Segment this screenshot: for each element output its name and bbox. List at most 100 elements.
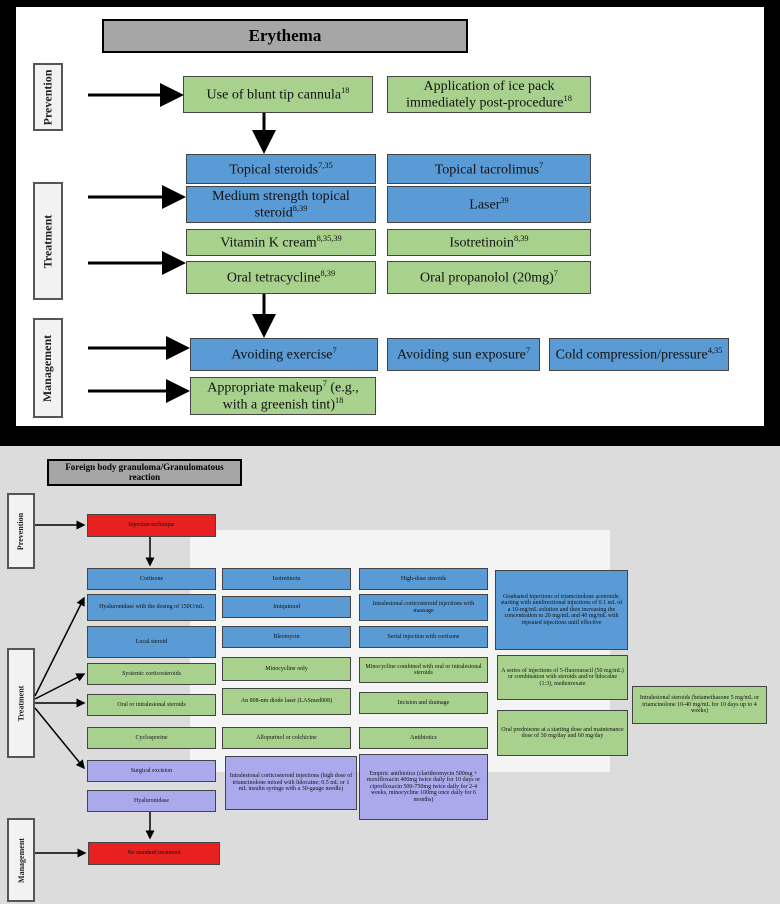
gran-c2-2: Bleomycin bbox=[222, 626, 351, 648]
ery-treat-7-text: Oral propanolol (20mg) bbox=[420, 270, 554, 286]
gran-c2-4: An 808-nm diode laser (LASmed808) bbox=[222, 688, 351, 715]
ery-treat-5-text: Isotretinoin bbox=[449, 235, 514, 251]
ery-treat-3-text: Laser bbox=[469, 197, 501, 213]
gran-c3-2-text: Serial injection with cortisone bbox=[387, 633, 460, 640]
gran-c2-5: Allopurinol or colchicine bbox=[222, 727, 351, 749]
ery-treat-0-text: Topical steroids bbox=[229, 162, 319, 178]
ery-treat-7-ref: 7 bbox=[553, 269, 558, 279]
gran-c2-0-text: Isotretinoin bbox=[272, 575, 301, 582]
ery-mgmt-2-text: Cold compression/pressure bbox=[555, 347, 708, 363]
gran-c2-5-text: Allopurinol or colchicine bbox=[256, 734, 317, 741]
gran-c3-6-text: Empiric antibiotics (clarithromycin 500m… bbox=[366, 770, 481, 803]
gran-c2-1-text: Imiquimod bbox=[273, 603, 300, 610]
gran-arrow-t-2 bbox=[34, 673, 86, 700]
gran-arrow-t-1 bbox=[34, 596, 85, 697]
ery-treat-3: Laser39 bbox=[387, 186, 591, 223]
ery-treat-6: Oral tetracycline8,39 bbox=[186, 261, 376, 294]
gran-c1-4-text: Oral or intralesional steroids bbox=[117, 701, 186, 708]
ery-mgmt-3-text: Appropriate makeup bbox=[207, 380, 323, 396]
granuloma-panel: Foreign body granuloma/Granulomatous rea… bbox=[0, 446, 780, 904]
ery-mgmt-1-ref: 7 bbox=[525, 346, 531, 356]
ery-treat-2-ref: 8,39 bbox=[292, 203, 308, 213]
gran-c3-5: Antibiotics bbox=[359, 727, 488, 749]
gran-c1-1-text: Hyaluronidase with the dosing of 150U/mL bbox=[99, 604, 204, 611]
gran-c3-1: Intralesional corticosteroid injections … bbox=[359, 594, 488, 621]
ery-prev-0-text: Use of blunt tip cannula bbox=[206, 87, 342, 103]
ery-mgmt-0: Avoiding exercise7 bbox=[190, 338, 378, 371]
gran-arrow-t-4 bbox=[34, 707, 85, 770]
gran-c1-7-text: Hyaluronidase bbox=[134, 797, 169, 804]
gran-c2-6-text: Intralesional corticosteroid injections … bbox=[229, 773, 353, 793]
ery-prev-1-text: Application of ice pack immediately post… bbox=[406, 78, 564, 111]
gran-c1-7: Hyaluronidase bbox=[87, 790, 216, 812]
ery-treat-2-text: Medium strength topical steroid bbox=[212, 188, 350, 221]
granuloma-treatment-label: Treatment bbox=[7, 648, 35, 758]
ery-treat-4-text: Vitamin K cream bbox=[220, 235, 317, 251]
gran-management-box: No standard treatment bbox=[88, 842, 220, 865]
gran-c4-2-text: Oral prednisone at a starting dose and m… bbox=[501, 726, 624, 739]
ery-treat-7: Oral propanolol (20mg)7 bbox=[387, 261, 591, 294]
ery-treat-6-ref: 8,39 bbox=[320, 269, 336, 279]
gran-c3-0: High-dose steroids bbox=[359, 568, 488, 590]
ery-treat-4-ref: 8,35,39 bbox=[316, 234, 342, 244]
ery-mgmt-2-ref: 4,35 bbox=[707, 346, 723, 356]
gran-c2-0: Isotretinoin bbox=[222, 568, 351, 590]
granuloma-arrows bbox=[34, 520, 155, 858]
gran-c2-3-text: Minocycline only bbox=[265, 665, 308, 672]
gran-c2-3: Minocycline only bbox=[222, 657, 351, 681]
ery-mgmt-3-ref: 7 bbox=[322, 379, 327, 389]
gran-c3-1-text: Intralesional corticosteroid injections … bbox=[372, 601, 475, 614]
ery-treat-0-ref: 7,35 bbox=[318, 160, 333, 170]
ery-treat-1: Topical tacrolimus7 bbox=[387, 154, 591, 184]
ery-prev-1: Application of ice pack immediately post… bbox=[387, 76, 591, 113]
erythema-treatment-label: Treatment bbox=[33, 182, 63, 300]
ery-treat-1-text: Topical tacrolimus bbox=[434, 162, 540, 178]
gran-c1-6-text: Surgical excision bbox=[130, 767, 173, 774]
gran-c4-2: Oral prednisone at a starting dose and m… bbox=[497, 710, 628, 756]
ery-prev-0: Use of blunt tip cannula18 bbox=[183, 76, 373, 113]
erythema-management-label: Management bbox=[33, 318, 63, 418]
ery-mgmt-0-ref: 7 bbox=[332, 346, 337, 356]
gran-prevention-text: Injection technique bbox=[128, 522, 175, 529]
gran-management-text: No standard treatment bbox=[127, 850, 181, 857]
ery-mgmt-3-ref2: 18 bbox=[335, 396, 344, 405]
erythema-arrows bbox=[88, 83, 276, 403]
gran-c1-4: Oral or intralesional steroids bbox=[87, 694, 216, 716]
gran-c3-5-text: Antibiotics bbox=[410, 734, 437, 741]
gran-c3-6: Empiric antibiotics (clarithromycin 500m… bbox=[359, 754, 488, 820]
ery-mgmt-3: Appropriate makeup7 (e.g., with a greeni… bbox=[190, 377, 376, 415]
gran-c4-0-text: Graduated injections of triamcinolone ac… bbox=[500, 593, 623, 626]
gran-c1-2-text: Local steroid bbox=[135, 638, 168, 645]
gran-c2-2-text: Bleomycin bbox=[273, 633, 300, 640]
gran-prevention-box: Injection technique bbox=[87, 514, 216, 537]
erythema-title-text: Erythema bbox=[248, 26, 322, 45]
ery-mgmt-2: Cold compression/pressure4,35 bbox=[549, 338, 729, 371]
ery-treat-2: Medium strength topical steroid8,39 bbox=[186, 186, 376, 223]
gran-c2-6: Intralesional corticosteroid injections … bbox=[225, 756, 357, 810]
ery-mgmt-1-text: Avoiding sun exposure bbox=[396, 347, 526, 363]
gran-c1-0: Cortisone bbox=[87, 568, 216, 590]
gran-c5-0: Intralesional steroids (betamethasone 5 … bbox=[632, 686, 767, 724]
gran-c1-6: Surgical excision bbox=[87, 760, 216, 782]
granuloma-prevention-label: Prevention bbox=[7, 493, 35, 569]
erythema-title: Erythema bbox=[102, 19, 468, 53]
gran-c1-3-text: Systemic corticosteroids bbox=[122, 670, 181, 677]
gran-c3-3-text: Minocycline combined with oral or intral… bbox=[365, 663, 482, 676]
gran-c3-4-text: Incision and drainage bbox=[397, 699, 450, 706]
granuloma-title-text: Foreign body granuloma/Granulomatous rea… bbox=[65, 461, 224, 482]
ery-treat-6-text: Oral tetracycline bbox=[226, 270, 321, 286]
ery-treat-0: Topical steroids7,35 bbox=[186, 154, 376, 184]
ery-treat-5-ref: 8,39 bbox=[513, 234, 529, 244]
gran-c2-1: Imiquimod bbox=[222, 596, 351, 618]
ery-prev-1-ref: 18 bbox=[563, 93, 572, 103]
gran-c3-2: Serial injection with cortisone bbox=[359, 626, 488, 648]
gran-c1-5: Cyclosporine bbox=[87, 727, 216, 749]
granuloma-management-label: Management bbox=[7, 818, 35, 902]
gran-c4-1-text: A series of injections of 5-fluorouracil… bbox=[501, 667, 624, 687]
gran-c1-5-text: Cyclosporine bbox=[135, 734, 168, 741]
gran-c1-2: Local steroid bbox=[87, 626, 216, 658]
gran-c3-3: Minocycline combined with oral or intral… bbox=[359, 657, 488, 683]
gran-c4-1: A series of injections of 5-fluorouracil… bbox=[497, 655, 628, 700]
gran-c1-1: Hyaluronidase with the dosing of 150U/mL bbox=[87, 594, 216, 621]
gran-c5-0-text: Intralesional steroids (betamethasone 5 … bbox=[639, 695, 760, 715]
